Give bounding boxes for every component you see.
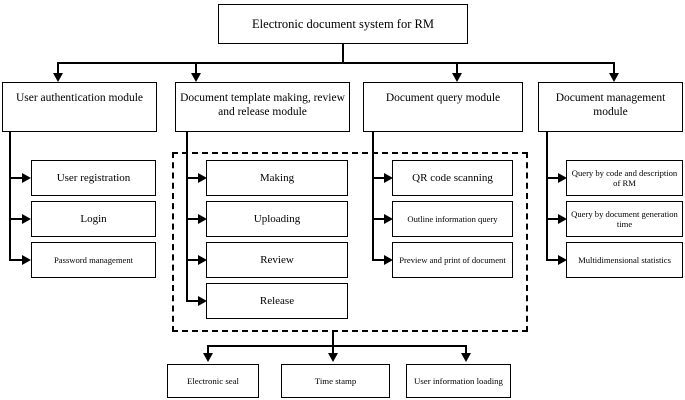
col2-branch-4 (186, 300, 199, 302)
module-label-user-authentication: User authentication module (15, 92, 144, 104)
leaf-node-uploading[interactable]: Uploading (206, 201, 348, 237)
shared-drop-1 (207, 345, 209, 356)
col3-branch-1 (372, 177, 385, 179)
module-node-document-query[interactable]: Document query module (363, 82, 523, 132)
col4-branch-2 (546, 218, 559, 220)
leaf-node-outline-information-query[interactable]: Outline information query (392, 201, 513, 237)
col3-arrow-1-icon (384, 173, 393, 183)
root-stem-connector (342, 44, 344, 62)
module-drop-4 (613, 62, 615, 76)
module-label-document-query: Document query module (385, 92, 501, 104)
col1-arrow-3-icon (22, 255, 31, 265)
col2-branch-1 (186, 177, 199, 179)
leaf-node-multidimensional-statistics[interactable]: Multidimensional statistics (566, 242, 683, 278)
leaf-label-qr-code-scanning: QR code scanning (412, 171, 493, 184)
shared-service-label-electronic-seal: Electronic seal (186, 375, 240, 386)
module-node-document-template[interactable]: Document template making, review and rel… (175, 82, 350, 132)
root-distribution-bar (57, 62, 613, 64)
leaf-label-making: Making (259, 171, 295, 184)
col3-spine-connector (372, 132, 374, 261)
module-label-document-management: Document management module (555, 92, 666, 118)
col2-branch-2 (186, 218, 199, 220)
leaf-node-qr-code-scanning[interactable]: QR code scanning (392, 160, 513, 196)
shared-arrow-2-icon (328, 353, 338, 362)
col1-branch-1 (9, 177, 23, 179)
leaf-label-outline-information-query: Outline information query (407, 213, 498, 224)
leaf-label-release: Release (259, 294, 295, 307)
shared-service-label-time-stamp: Time stamp (314, 375, 357, 386)
module-arrow-4-icon (609, 73, 619, 82)
leaf-node-making[interactable]: Making (206, 160, 348, 196)
shared-arrow-3-icon (461, 353, 471, 362)
col3-arrow-3-icon (384, 255, 393, 265)
shared-service-node-time-stamp[interactable]: Time stamp (281, 364, 390, 398)
col1-arrow-2-icon (22, 214, 31, 224)
shared-services-distribution-bar (207, 345, 466, 347)
col4-arrow-3-icon (558, 255, 567, 265)
col1-branch-2 (9, 218, 23, 220)
col2-spine-connector (186, 132, 188, 302)
col1-arrow-1-icon (22, 173, 31, 183)
shared-service-label-user-information-loading: User information loading (414, 375, 503, 386)
shared-service-node-electronic-seal[interactable]: Electronic seal (167, 364, 259, 398)
leaf-label-login: Login (80, 212, 107, 225)
leaf-node-password-management[interactable]: Password management (31, 242, 156, 278)
leaf-label-password-management: Password management (54, 254, 133, 265)
col2-arrow-2-icon (198, 214, 207, 224)
col2-arrow-3-icon (198, 255, 207, 265)
module-arrow-3-icon (452, 73, 462, 82)
shared-arrow-1-icon (203, 353, 213, 362)
module-label-document-template: Document template making, review and rel… (180, 92, 345, 118)
leaf-label-preview-and-print: Preview and print of document (399, 254, 506, 265)
col2-arrow-1-icon (198, 173, 207, 183)
leaf-node-user-registration[interactable]: User registration (31, 160, 156, 196)
leaf-node-login[interactable]: Login (31, 201, 156, 237)
shared-service-node-user-information-loading[interactable]: User information loading (406, 364, 511, 398)
module-node-document-management[interactable]: Document management module (538, 82, 683, 132)
module-drop-1 (57, 62, 59, 76)
col4-spine-connector (546, 132, 548, 261)
col1-branch-3 (9, 259, 23, 261)
leaf-node-release[interactable]: Release (206, 283, 348, 319)
root-node-electronic-document-system[interactable]: Electronic document system for RM (218, 4, 468, 44)
leaf-node-preview-and-print[interactable]: Preview and print of document (392, 242, 513, 278)
module-node-user-authentication[interactable]: User authentication module (2, 82, 157, 132)
leaf-label-multidimensional-statistics: Multidimensional statistics (578, 254, 671, 265)
col4-branch-3 (546, 259, 559, 261)
leaf-label-user-registration: User registration (56, 171, 131, 184)
shared-drop-2 (332, 345, 334, 356)
col4-branch-1 (546, 177, 559, 179)
leaf-label-review: Review (260, 253, 294, 266)
shared-drop-3 (465, 345, 467, 356)
col4-arrow-2-icon (558, 214, 567, 224)
leaf-label-uploading: Uploading (253, 212, 301, 225)
col3-branch-3 (372, 259, 385, 261)
leaf-node-review[interactable]: Review (206, 242, 348, 278)
col1-spine-connector (9, 132, 11, 261)
col3-branch-2 (372, 218, 385, 220)
leaf-node-query-by-code[interactable]: Query by code and description of RM (566, 160, 683, 196)
module-arrow-2-icon (191, 73, 201, 82)
module-drop-3 (456, 62, 458, 76)
leaf-label-query-by-code: Query by code and description of RM (571, 167, 678, 188)
col3-arrow-2-icon (384, 214, 393, 224)
root-node-label: Electronic document system for RM (252, 16, 434, 31)
leaf-label-query-by-generation-time: Query by document generation time (571, 208, 678, 229)
shared-services-stem-connector (332, 332, 334, 345)
col2-arrow-4-icon (198, 296, 207, 306)
module-drop-2 (195, 62, 197, 76)
leaf-node-query-by-generation-time[interactable]: Query by document generation time (566, 201, 683, 237)
col4-arrow-1-icon (558, 173, 567, 183)
col2-branch-3 (186, 259, 199, 261)
shared-service-group-boundary (172, 152, 528, 332)
module-arrow-1-icon (53, 73, 63, 82)
